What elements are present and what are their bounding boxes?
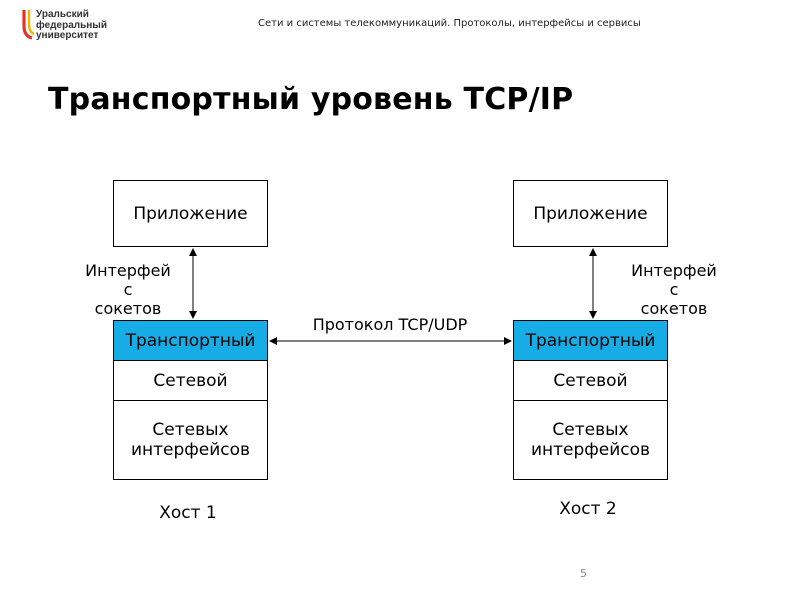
host2-socket-line-2: с	[669, 280, 679, 299]
university-logo: Уральский федеральный университет	[22, 8, 152, 44]
host2-transport-label: Транспортный	[525, 330, 656, 351]
host1-application-box: Приложение	[113, 180, 268, 247]
host1-transport-label: Транспортный	[125, 330, 256, 351]
protocol-label: Протокол TCP/UDP	[312, 315, 468, 334]
host2-socket-line-3: сокетов	[640, 299, 708, 318]
host1-interfaces-box: Сетевых интерфейсов	[113, 400, 268, 480]
page-title: Транспортный уровень TCP/IP	[48, 82, 574, 117]
header-title: Сети и системы телекоммуникаций. Протоко…	[258, 18, 641, 29]
host1-socket-line-3: сокетов	[94, 299, 162, 318]
logo-line-2: федеральный	[36, 19, 107, 31]
host2-application-box: Приложение	[513, 180, 668, 247]
host1-socket-line-1: Интерфей	[85, 261, 171, 280]
host1-transport-box: Транспортный	[113, 320, 268, 361]
host2-network-box: Сетевой	[513, 360, 668, 401]
logo-line-3: университет	[36, 30, 99, 41]
host1-socket-line-2: с	[123, 280, 133, 299]
host2-interfaces-box: Сетевых интерфейсов	[513, 400, 668, 480]
host2-transport-box: Транспортный	[513, 320, 668, 361]
host2-socket-line-1: Интерфей	[631, 261, 717, 280]
host1-interfaces-line-2: интерфейсов	[130, 440, 251, 460]
logo-text: Уральский федеральный университет	[36, 9, 107, 42]
page-number: 5	[580, 567, 587, 580]
host1-interfaces-line-1: Сетевых	[152, 420, 229, 440]
host2-name: Хост 2	[559, 499, 617, 519]
logo-mark-icon	[22, 10, 35, 40]
host2-interfaces-line-1: Сетевых	[552, 420, 629, 440]
host1-name: Хост 1	[159, 503, 217, 523]
host1-network-box: Сетевой	[113, 360, 268, 401]
host1-application-label: Приложение	[133, 203, 248, 224]
logo-line-1: Уральский	[36, 9, 89, 20]
host2-interfaces-line-2: интерфейсов	[530, 440, 651, 460]
host2-network-label: Сетевой	[553, 370, 628, 391]
host2-socket-label: Интерфей с сокетов	[614, 261, 734, 318]
host1-socket-label: Интерфей с сокетов	[68, 261, 188, 318]
host1-network-label: Сетевой	[153, 370, 228, 391]
host2-application-label: Приложение	[533, 203, 648, 224]
